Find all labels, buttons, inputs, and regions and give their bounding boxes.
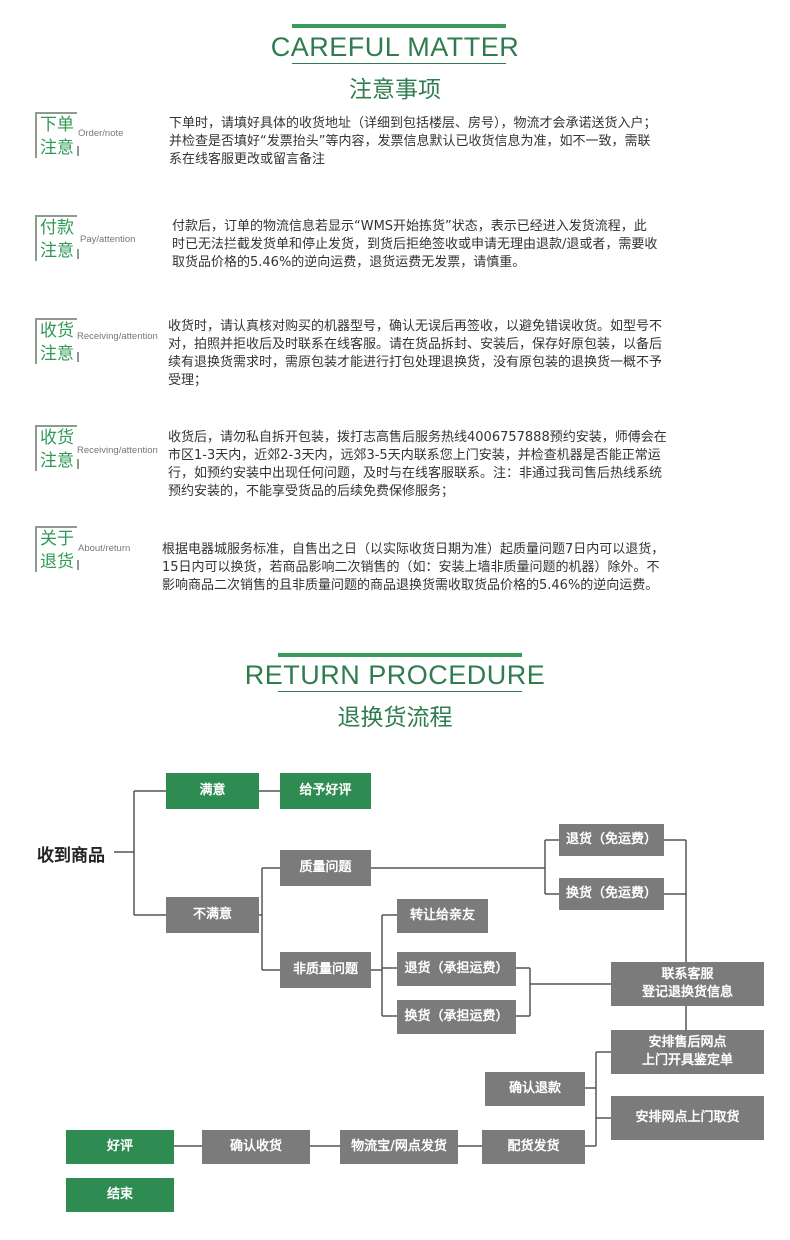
flow-arrange-service: 安排售后网点 上门开具鉴定单 xyxy=(611,1030,764,1074)
procedure-title-bar xyxy=(278,653,522,657)
flow-contact-cs-line: 联系客服 xyxy=(661,967,714,982)
note-text: 收货后，请勿私自拆开包装，拨打志高售后服务热线4006757888预约安装，师傅… xyxy=(168,429,667,501)
flow-confirm-receipt: 确认收货 xyxy=(202,1130,310,1164)
note-icon-label: 付款 xyxy=(40,218,74,238)
careful-title-en: CAREFUL MATTER xyxy=(270,32,520,62)
flow-start-label: 收到商品 xyxy=(37,846,105,866)
procedure-title-zh: 退换货流程 xyxy=(337,705,453,731)
note-text-line: 15日内可以换货，若商品影响二次销售的（如：安装上墙非质量问题的机器）除外。不 xyxy=(162,560,660,575)
note-icon-tick xyxy=(77,459,79,469)
procedure-title-underline xyxy=(278,691,522,692)
flow-give-friend: 转让给亲友 xyxy=(397,899,488,933)
note-icon-label: 注意 xyxy=(40,344,74,364)
note-icon-tick xyxy=(77,249,79,259)
note-text-line: 时已无法拦截发货单和停止发货，到货后拒绝签收或申请无理由退款/退或者，需要收 xyxy=(172,237,658,252)
note-text-line: 影响商品二次销售的且非质量问题的商品退换货需收取货品价格的5.46%的逆向运费。 xyxy=(162,578,659,593)
flow-return-paid: 退货（承担运费） xyxy=(397,952,516,986)
flow-confirm-refund: 确认退款 xyxy=(485,1072,585,1106)
note-icon-label: 注意 xyxy=(40,241,74,261)
note-text-line: 受理； xyxy=(168,373,208,388)
note-icon: 付款注意 xyxy=(35,215,79,261)
flow-exchange-paid: 换货（承担运费） xyxy=(397,1000,516,1034)
careful-title-zh: 注意事项 xyxy=(349,77,441,103)
flow-arrange-pickup: 安排网点上门取货 xyxy=(611,1096,764,1140)
note-text-line: 收货时，请认真核对购买的机器型号，确认无误后再签收，以避免错误收货。如型号不 xyxy=(168,319,663,334)
note-icon-tick xyxy=(77,352,79,362)
note-text: 下单时，请填好具体的收货地址（详细到包括楼层、房号），物流才会承诺送货入户； 并检… xyxy=(169,115,657,169)
procedure-title-en: RETURN PROCEDURE xyxy=(244,660,546,690)
note-text-line: 系在线客服更改或留言备注 xyxy=(169,152,326,167)
note-icon-label: 退货 xyxy=(40,552,74,572)
flow-ship-parts: 配货发货 xyxy=(482,1130,585,1164)
note-icon-label: 收货 xyxy=(40,321,74,341)
note-text-line: 付款后，订单的物流信息若显示“WMS开始拣货”状态，表示已经进入发货流程，此 xyxy=(172,219,647,234)
flow-quality-issue: 质量问题 xyxy=(280,850,371,886)
note-text-line: 下单时，请填好具体的收货地址（详细到包括楼层、房号），物流才会承诺送货入户； xyxy=(169,116,657,131)
flow-return-free: 退货（免运费） xyxy=(559,824,664,856)
flow-arrange-service-line: 安排售后网点 xyxy=(648,1035,727,1050)
note-icon: 关于退货 xyxy=(35,526,79,572)
note-en-label: Receiving/attention xyxy=(77,445,158,456)
note-en-label: Pay/attention xyxy=(80,234,136,245)
note-text-line: 收货后，请勿私自拆开包装，拨打志高售后服务热线4006757888预约安装，师傅… xyxy=(168,430,667,445)
flow-exchange-free: 换货（免运费） xyxy=(559,878,664,910)
note-text-line: 并检查是否填好“发票抬头”等内容，发票信息默认已收货信息为准，如不一致，需联 xyxy=(169,134,651,149)
note-text-line: 续有退换货需求时，需原包装才能进行打包处理退换货，没有原包装的退换货一概不予 xyxy=(168,355,663,370)
careful-title-bar xyxy=(292,24,506,28)
note-text-line: 根据电器城服务标准，自售出之日（以实际收货日期为准）起质量问题7日内可以退货， xyxy=(162,542,665,557)
note-icon-label: 关于 xyxy=(40,529,74,549)
careful-title-underline xyxy=(292,63,506,64)
note-icon-label: 注意 xyxy=(40,451,74,471)
flow-contact-cs: 联系客服 登记退换货信息 xyxy=(611,962,764,1006)
note-icon-tick xyxy=(77,146,79,156)
flow-non-quality-issue: 非质量问题 xyxy=(280,952,371,988)
flow-arrange-service-line: 上门开具鉴定单 xyxy=(641,1053,733,1068)
note-text: 收货时，请认真核对购买的机器型号，确认无误后再签收，以避免错误收货。如型号不对，… xyxy=(168,318,662,390)
flow-end: 结束 xyxy=(66,1178,174,1212)
flow-contact-cs-line: 登记退换货信息 xyxy=(641,985,733,1000)
note-text-line: 市区1-3天内，近郊2-3天内，远郊3-5天内联系您上门安装，并检查机器是否能正… xyxy=(168,448,661,463)
flow-final-review: 好评 xyxy=(66,1130,174,1164)
flow-good-review: 给予好评 xyxy=(280,773,371,809)
flow-satisfied: 满意 xyxy=(166,773,259,809)
note-icon: 收货注意 xyxy=(35,318,79,364)
note-icon-label: 下单 xyxy=(40,115,74,135)
note-en-label: Order/note xyxy=(78,128,124,139)
note-text: 根据电器城服务标准，自售出之日（以实际收货日期为准）起质量问题7日内可以退货， 1… xyxy=(162,541,664,595)
note-text-line: 行，如预约安装中出现任何问题，及时与在线客服联系。注：非通过我司售后热线系统 xyxy=(168,466,663,481)
flow-logistics-ship: 物流宝/网点发货 xyxy=(340,1130,458,1164)
note-icon-label: 注意 xyxy=(40,138,74,158)
note-icon: 下单注意 xyxy=(35,112,79,158)
note-en-label: Receiving/attention xyxy=(77,331,158,342)
flow-unsatisfied: 不满意 xyxy=(166,897,259,933)
note-text: 付款后，订单的物流信息若显示“WMS开始拣货”状态，表示已经进入发货流程，此时已… xyxy=(172,218,657,272)
note-icon-label: 收货 xyxy=(40,428,74,448)
note-text-line: 预约安装的，不能享受货品的后续免费保修服务； xyxy=(168,484,455,499)
note-text-line: 对，拍照并拒收后及时联系在线客服。请在货品拆封、安装后，保存好原包装，以备后 xyxy=(168,337,663,352)
note-icon: 收货注意 xyxy=(35,425,79,471)
note-icon-tick xyxy=(77,560,79,570)
note-en-label: About/return xyxy=(78,543,131,554)
note-text-line: 取货品价格的5.46%的逆向运费，退货运费无发票，请慎重。 xyxy=(172,255,526,270)
